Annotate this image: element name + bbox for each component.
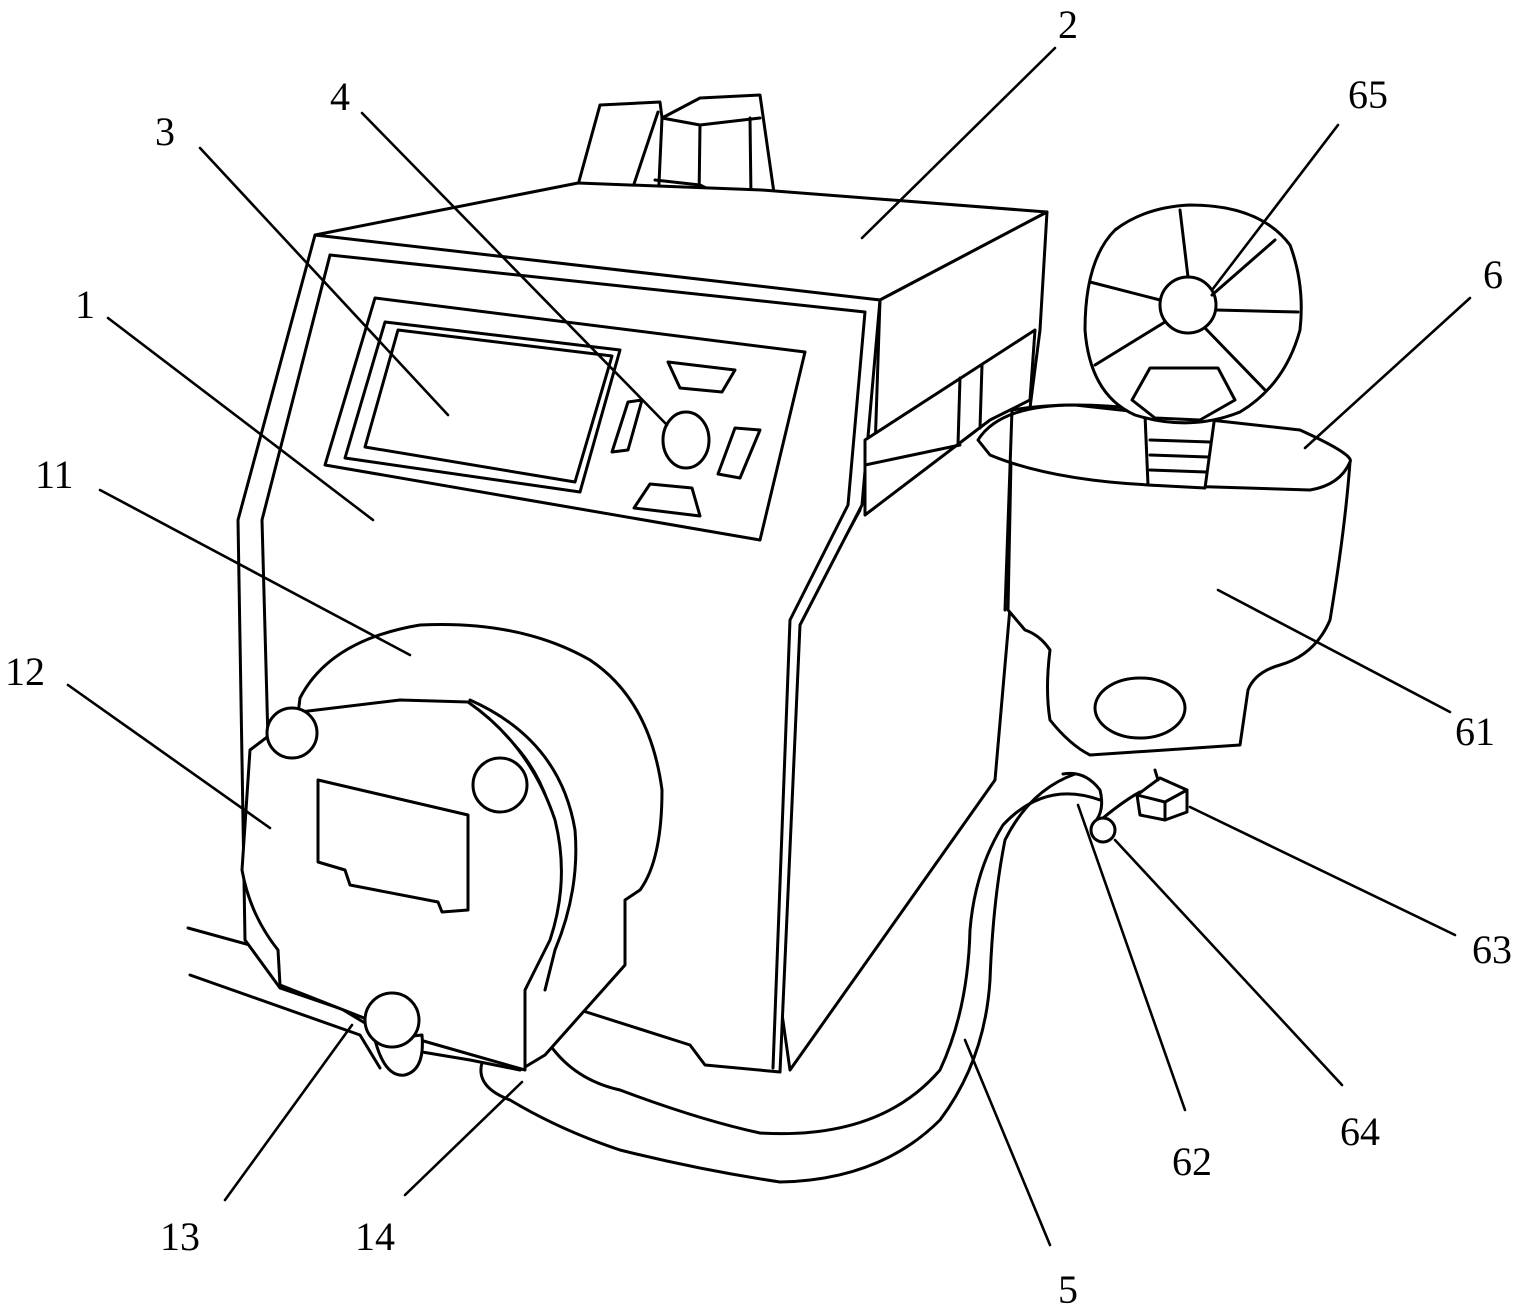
label-65: 65: [1348, 72, 1388, 117]
leader-13: [225, 1025, 352, 1200]
label-5: 5: [1058, 1267, 1078, 1311]
label-1: 1: [75, 282, 95, 327]
label-11: 11: [35, 452, 74, 497]
label-2: 2: [1058, 2, 1078, 47]
label-13: 13: [160, 1214, 200, 1259]
leader-14: [405, 1082, 522, 1195]
outlet-hole: [1095, 678, 1185, 738]
leader-63: [1190, 807, 1455, 935]
label-3: 3: [155, 109, 175, 154]
screw-top-left: [267, 708, 317, 758]
fitting-64: [1091, 818, 1115, 842]
leader-64: [1115, 840, 1342, 1085]
leader-62: [1078, 805, 1185, 1110]
leader-5: [965, 1040, 1050, 1245]
screw-bottom: [365, 993, 419, 1047]
fittings: [1091, 770, 1187, 842]
label-6: 6: [1483, 252, 1503, 297]
leader-6: [1305, 298, 1470, 448]
label-4: 4: [330, 74, 350, 119]
label-14: 14: [355, 1214, 395, 1259]
knob-hub: [1160, 277, 1216, 333]
screw-top-right: [473, 758, 527, 812]
label-63: 63: [1472, 927, 1512, 972]
label-61: 61: [1455, 709, 1495, 754]
label-62: 62: [1172, 1139, 1212, 1184]
fitting-63: [1137, 778, 1187, 820]
label-64: 64: [1340, 1109, 1380, 1154]
key-center: [663, 412, 709, 468]
label-12: 12: [5, 649, 45, 694]
